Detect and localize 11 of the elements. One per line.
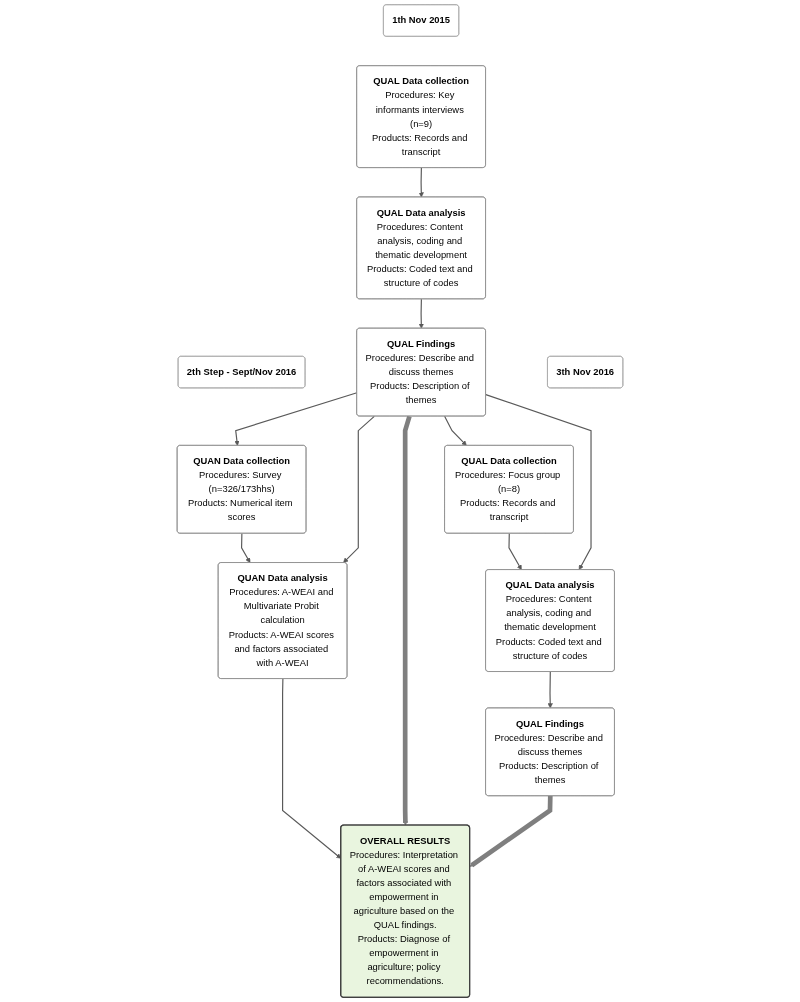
arrow [418,167,424,198]
arrow [485,394,592,571]
arrow [234,392,358,446]
arrow [444,415,467,446]
arrow [241,532,251,564]
arrow [343,415,375,564]
arrow [418,298,424,329]
arrow [508,532,522,571]
arrow [547,671,553,709]
arrow [402,415,412,826]
arrow [469,796,553,868]
